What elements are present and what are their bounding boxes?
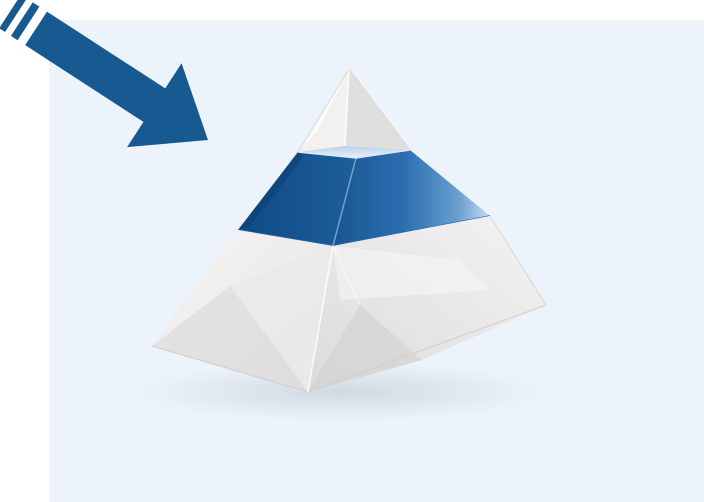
arrow-icon [0, 0, 235, 182]
pyramid-top-tier [298, 69, 410, 152]
